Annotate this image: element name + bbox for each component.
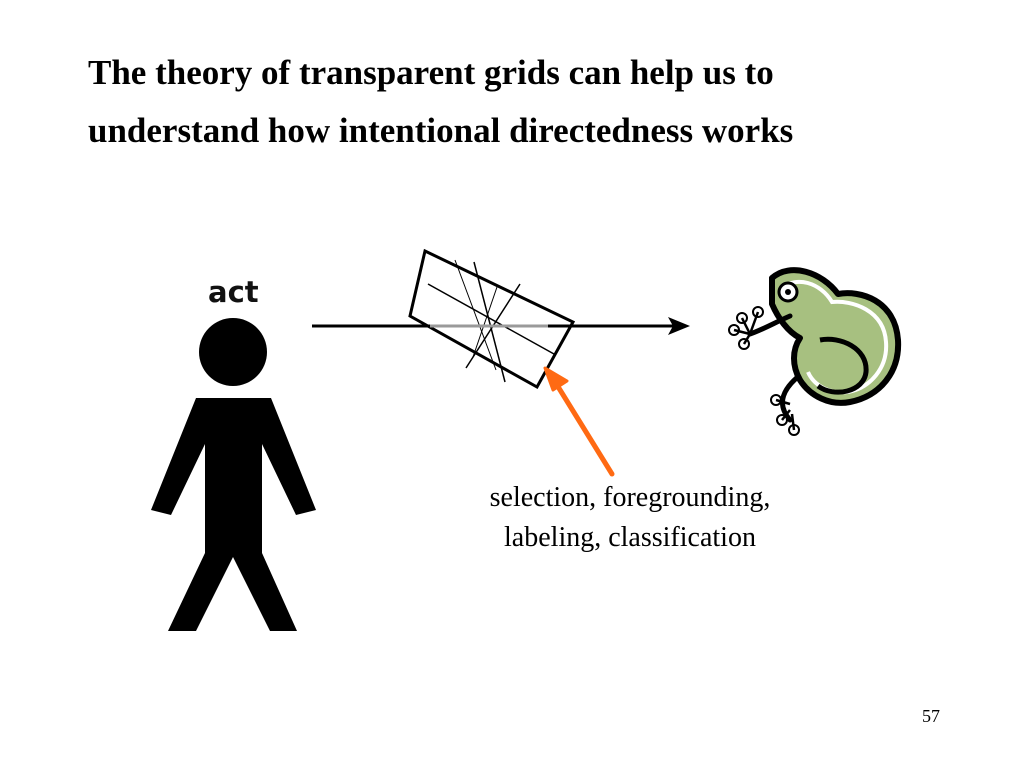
grid-caption: selection, foregrounding, labeling, clas… (430, 478, 830, 558)
title-line-2: understand how intentional directedness … (88, 111, 794, 150)
orange-arrow (543, 366, 615, 477)
caption-line-1: selection, foregrounding, (489, 482, 771, 513)
frog-icon (728, 267, 902, 436)
transparent-grid (408, 248, 576, 390)
act-label: act (208, 275, 259, 309)
slide-title: The theory of transparent grids can help… (88, 44, 988, 160)
page-number: 57 (922, 706, 940, 726)
caption-line-2: labeling, classification (504, 522, 756, 553)
title-line-1: The theory of transparent grids can help… (88, 53, 774, 92)
person-icon (151, 318, 316, 631)
